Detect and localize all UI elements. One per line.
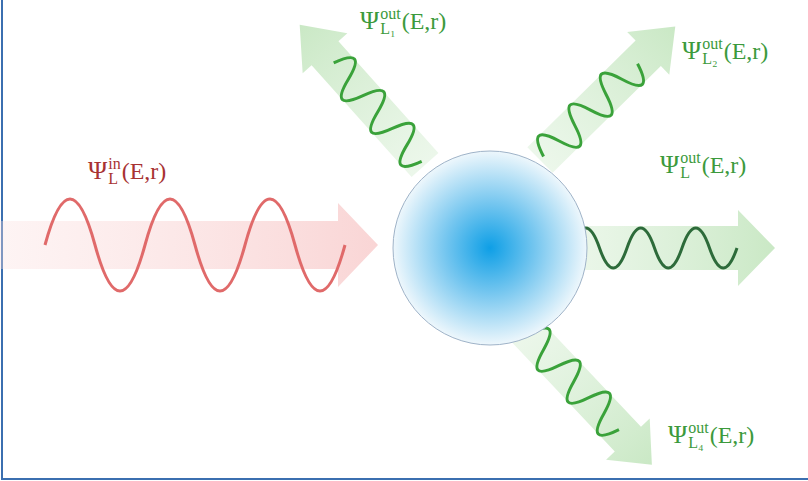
wave-label: ΨoutL(E,r) [660, 150, 746, 180]
psi-symbol: Ψ [682, 36, 701, 65]
argument: (E,r) [702, 152, 747, 178]
argument: (E,r) [724, 38, 769, 64]
index-stack: outL [680, 150, 700, 180]
argument: (E,r) [710, 422, 755, 448]
superscript: in [108, 156, 120, 171]
index-stack: outL₄ [688, 420, 708, 450]
argument: (E,r) [402, 8, 447, 34]
psi-symbol: Ψ [668, 420, 687, 449]
argument: (E,r) [122, 158, 167, 184]
psi-symbol: Ψ [660, 150, 679, 179]
subscript: L₄ [688, 435, 708, 450]
subscript: L [108, 171, 120, 186]
outgoing-wave [277, 5, 447, 185]
psi-symbol: Ψ [88, 156, 107, 185]
subscript: L [680, 165, 700, 180]
index-stack: inL [108, 156, 120, 186]
wave-label: ΨinL(E,r) [88, 156, 166, 186]
psi-symbol: Ψ [360, 6, 379, 35]
incoming-wave [0, 199, 378, 291]
subscript: L₂ [702, 51, 722, 66]
wave-label: ΨoutL₂(E,r) [682, 36, 768, 66]
outgoing-wave [519, 5, 696, 181]
outgoing-wave [568, 210, 775, 286]
subscript: L₁ [380, 21, 400, 36]
wave-label: ΨoutL₁(E,r) [360, 6, 446, 36]
index-stack: outL₁ [380, 6, 400, 36]
wave-label: ΨoutL₄(E,r) [668, 420, 754, 450]
superscript: out [688, 420, 708, 435]
superscript: out [380, 6, 400, 21]
superscript: out [680, 150, 700, 165]
scatterer [393, 151, 587, 345]
index-stack: outL₂ [702, 36, 722, 66]
superscript: out [702, 36, 722, 51]
